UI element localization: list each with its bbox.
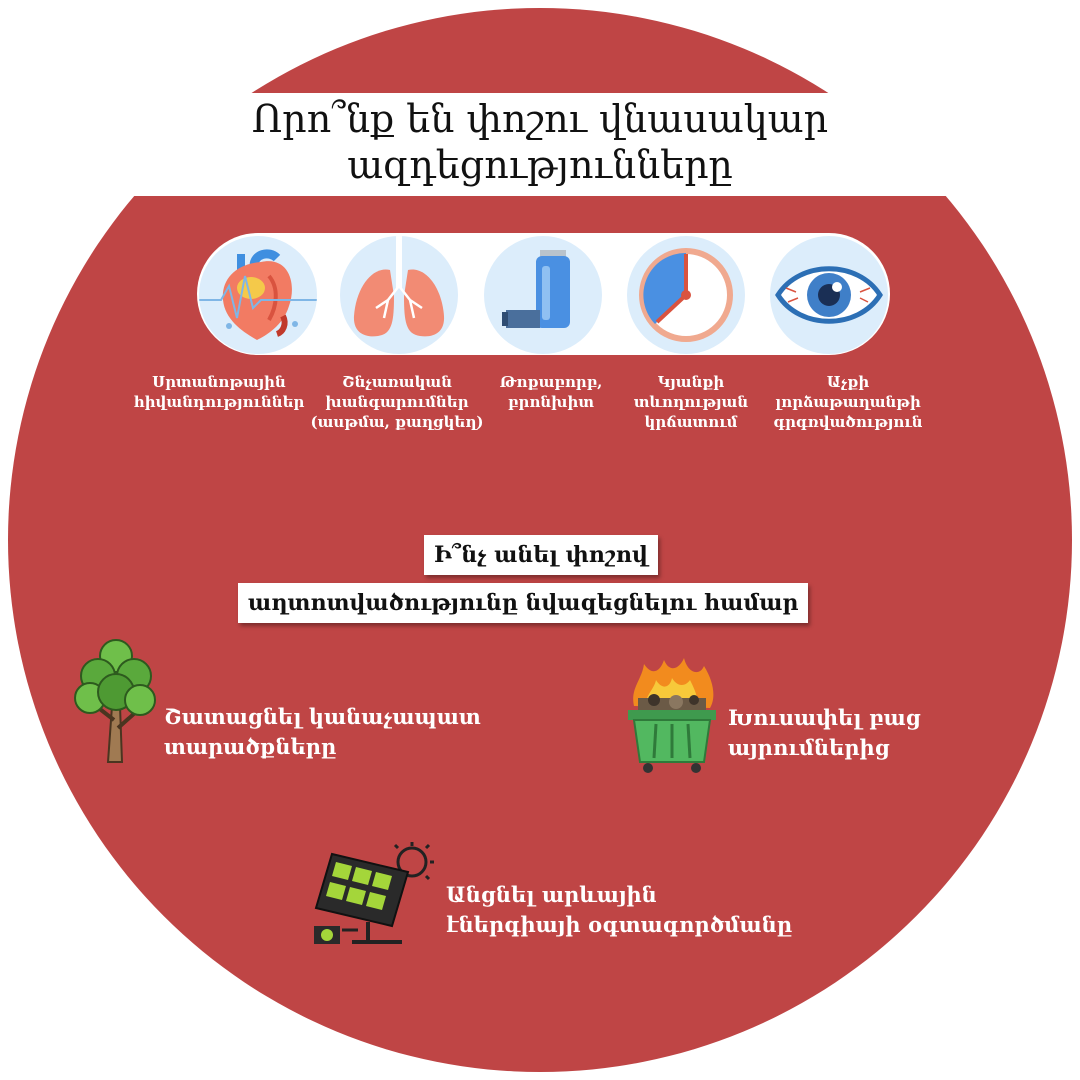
title-band bbox=[0, 93, 1080, 196]
page-title: Որո՞նք են փոշու վնասակար ազդեցություններ… bbox=[0, 96, 1080, 188]
effect-label-line: Շնչառական bbox=[341, 373, 453, 391]
title-line-2: ազդեցությունները bbox=[347, 143, 733, 187]
action-text-solar: Անցնել արևային էներգիայի օգտագործմանը bbox=[446, 880, 792, 940]
action-text-line: այրումներից bbox=[728, 735, 890, 760]
eye-icon bbox=[770, 236, 888, 354]
action-text-greenery: Շատացնել կանաչապատ տարածքները bbox=[164, 702, 481, 762]
effect-label-line: (ասթմա, քաղցկեղ) bbox=[310, 413, 484, 431]
effect-label-inhaler: Թոքաբորբ, բրոնխիտ bbox=[456, 372, 646, 412]
action-text-burning: Խուսափել բաց այրումներից bbox=[728, 703, 921, 763]
actions-heading-line-2: աղտոտվածությունը նվազեցնելու համար bbox=[238, 583, 809, 623]
effect-label-eye: Աչքի լորձաթաղանթի գրգռվածություն bbox=[753, 372, 943, 432]
tree-icon bbox=[72, 636, 158, 770]
effect-label-line: բրոնխիտ bbox=[508, 393, 594, 411]
effect-label-line: լորձաթաղանթի bbox=[775, 393, 921, 411]
effect-label-line: Թոքաբորբ, bbox=[499, 373, 603, 391]
action-text-line: Խուսափել բաց bbox=[728, 705, 921, 730]
effect-label-line: Սրտանոթային bbox=[152, 373, 286, 391]
solar-panel-icon bbox=[312, 842, 440, 952]
effect-label-heart: Սրտանոթային հիվանդություններ bbox=[124, 372, 314, 412]
burning-dumpster-icon bbox=[624, 658, 720, 780]
action-text-line: Շատացնել կանաչապատ bbox=[164, 704, 481, 729]
effect-label-line: գրգռվածություն bbox=[773, 413, 923, 431]
title-line-1: Որո՞նք են փոշու վնասակար bbox=[251, 97, 829, 141]
lungs-icon bbox=[340, 236, 458, 354]
effect-label-line: կրճատում bbox=[644, 413, 738, 431]
action-text-line: Անցնել արևային bbox=[446, 882, 657, 907]
inhaler-icon bbox=[484, 236, 602, 354]
effect-label-lungs: Շնչառական խանգարումներ (ասթմա, քաղցկեղ) bbox=[302, 372, 492, 432]
action-text-line: տարածքները bbox=[164, 734, 337, 759]
effect-label-clock: Կյանքի տևողության կրճատում bbox=[596, 372, 786, 432]
effect-label-line: Աչքի bbox=[826, 373, 870, 391]
heart-icon bbox=[199, 236, 317, 354]
actions-heading-line-1: Ի՞նչ անել փոշով bbox=[424, 535, 658, 575]
effect-label-line: խանգարումներ bbox=[325, 393, 469, 411]
effect-label-line: տևողության bbox=[633, 393, 749, 411]
effect-label-line: Կյանքի bbox=[657, 373, 725, 391]
effect-label-line: հիվանդություններ bbox=[133, 393, 305, 411]
clock-icon bbox=[627, 236, 745, 354]
action-text-line: էներգիայի օգտագործմանը bbox=[446, 912, 793, 937]
